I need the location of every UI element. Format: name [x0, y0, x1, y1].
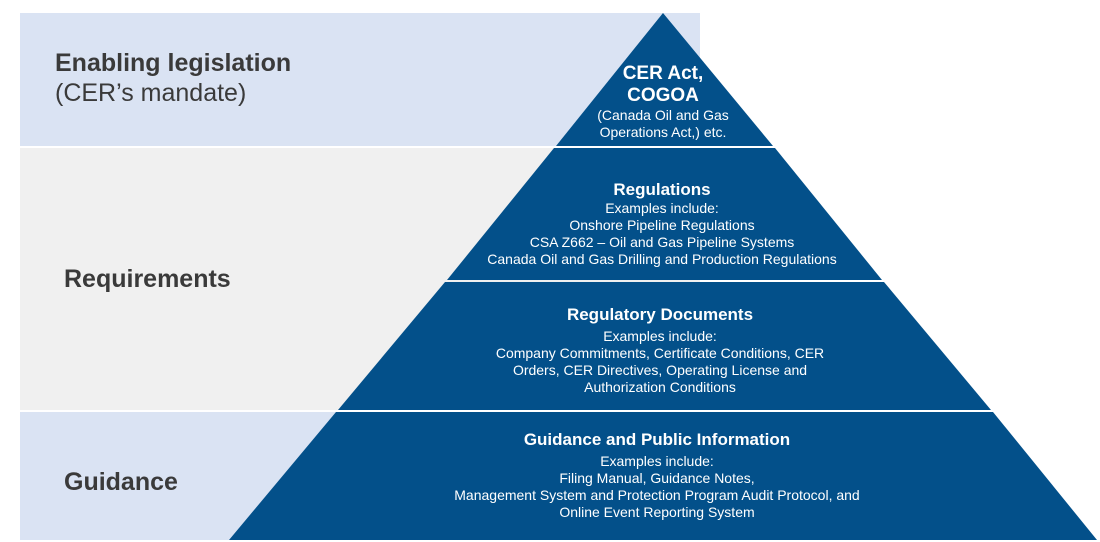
pyramid-tier-top — [556, 13, 773, 146]
tier-regulations-text: Regulations Examples include: Onshore Pi… — [462, 180, 862, 268]
tier-top-title-line-2: COGOA — [627, 85, 699, 106]
tier-regulations-body-line-2: Onshore Pipeline Regulations — [569, 217, 755, 233]
tier-documents-body-line-1: Examples include: — [603, 328, 717, 344]
tier-guidance-body-line-3: Management System and Protection Program… — [454, 487, 860, 503]
tier-guidance-title: Guidance and Public Information — [523, 430, 791, 449]
label-guidance: Guidance — [64, 468, 178, 496]
label-enabling-subtitle: (CER’s mandate) — [55, 79, 247, 107]
tier-regulations-title: Regulations — [613, 180, 711, 199]
tier-documents-body-line-4: Authorization Conditions — [584, 379, 736, 395]
pyramid-tier-regulations — [447, 148, 882, 280]
tier-regulations-body-line-1: Examples include: — [605, 200, 719, 216]
tier-top-body-line-2: Operations Act,) etc. — [599, 124, 727, 140]
tier-documents-body-line-2: Company Commitments, Certificate Conditi… — [495, 345, 825, 361]
pyramid-tier-documents — [338, 282, 991, 410]
tier-documents-text: Regulatory Documents Examples include: C… — [460, 305, 860, 396]
tier-documents-title: Regulatory Documents — [566, 305, 754, 324]
tier-guidance-body-line-2: Filing Manual, Guidance Notes, — [559, 470, 755, 486]
tier-regulations-body-line-3: CSA Z662 – Oil and Gas Pipeline Systems — [529, 234, 795, 250]
tier-guidance-body-line-1: Examples include: — [600, 453, 714, 469]
tier-guidance-body-line-4: Online Event Reporting System — [559, 504, 755, 520]
pyramid-tier-guidance — [229, 412, 1097, 540]
label-requirements: Requirements — [64, 265, 231, 293]
tier-documents-body-line-3: Orders, CER Directives, Operating Licens… — [512, 362, 808, 378]
tier-top-text: CER Act, COGOA (Canada Oil and Gas Opera… — [563, 63, 763, 141]
tier-guidance-text: Guidance and Public Information Examples… — [407, 430, 907, 521]
tier-regulations-body-line-4: Canada Oil and Gas Drilling and Producti… — [487, 251, 837, 267]
label-enabling-title: Enabling legislation — [55, 49, 292, 77]
tier-top-body-line-1: (Canada Oil and Gas — [597, 107, 729, 123]
tier-top-title-line-1: CER Act, — [622, 63, 704, 84]
label-enabling-legislation: Enabling legislation (CER’s mandate) — [55, 48, 291, 108]
